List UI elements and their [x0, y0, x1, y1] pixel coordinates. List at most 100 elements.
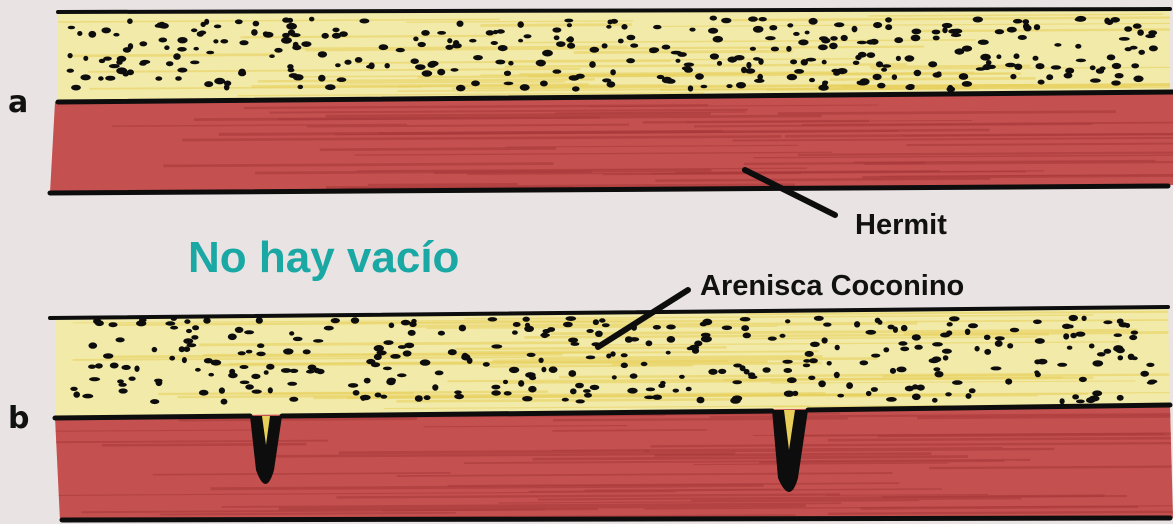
- sand-grain: [595, 331, 603, 337]
- sand-grain: [491, 344, 502, 348]
- sand-grain: [567, 43, 575, 49]
- sand-grain: [1117, 319, 1124, 324]
- sand-grain: [928, 61, 937, 67]
- sand-grain: [264, 370, 269, 375]
- sand-grain: [857, 41, 867, 45]
- sand-grain: [539, 358, 544, 363]
- sand-grain: [808, 376, 815, 380]
- sand-grain: [183, 338, 193, 344]
- sand-grain: [740, 317, 751, 321]
- sand-grain: [413, 37, 418, 42]
- sand-grain: [401, 320, 411, 326]
- sand-grain: [571, 342, 580, 346]
- sand-grain: [782, 360, 792, 364]
- texture-streak: [530, 356, 822, 358]
- sand-grain: [109, 322, 118, 327]
- sand-grain: [566, 37, 574, 42]
- sand-grain: [892, 74, 897, 80]
- sand-grain: [421, 30, 430, 36]
- sand-grain: [289, 73, 299, 78]
- sand-grain: [418, 42, 426, 47]
- sand-grain: [314, 368, 321, 373]
- panel-label-b: b: [8, 404, 29, 434]
- sand-grain: [957, 48, 963, 52]
- sand-grain: [88, 365, 96, 369]
- sand-grain: [554, 35, 560, 40]
- sand-grain: [404, 343, 414, 349]
- sand-grain: [158, 22, 166, 29]
- sand-grain: [244, 330, 254, 334]
- sand-grain: [245, 384, 254, 389]
- sand-grain: [710, 53, 719, 59]
- sand-grain: [871, 354, 880, 358]
- sand-grain: [1096, 68, 1104, 74]
- sand-grain: [965, 329, 971, 335]
- sand-grain: [684, 63, 694, 67]
- sand-grain: [1076, 59, 1086, 63]
- sand-grain: [286, 23, 297, 30]
- sand-grain: [860, 360, 869, 365]
- sand-grain: [298, 85, 304, 89]
- sand-grain: [448, 349, 457, 355]
- sand-grain: [945, 392, 952, 396]
- sand-grain: [527, 353, 536, 357]
- sand-grain: [456, 85, 465, 92]
- sand-grain: [980, 54, 991, 61]
- sand-grain: [568, 338, 578, 343]
- sand-grain: [508, 61, 513, 66]
- sand-grain: [1034, 359, 1041, 364]
- sand-grain: [809, 78, 815, 82]
- texture-streak: [263, 393, 413, 394]
- sand-grain: [552, 27, 561, 32]
- sand-grain: [204, 81, 213, 87]
- sand-grain: [173, 53, 180, 60]
- sand-grain: [841, 35, 848, 41]
- sand-grain: [942, 23, 953, 28]
- sand-grain: [787, 23, 793, 27]
- sand-grain: [289, 397, 298, 402]
- shale-layer-a: [50, 92, 1173, 193]
- sand-grain: [1014, 53, 1020, 59]
- sand-grain: [238, 70, 246, 77]
- sand-grain: [1133, 23, 1142, 28]
- sand-grain: [978, 40, 989, 45]
- sand-grain: [572, 86, 580, 91]
- sand-grain: [293, 337, 303, 341]
- sand-grain: [239, 40, 248, 45]
- sand-grain: [834, 372, 840, 378]
- sand-grain: [576, 399, 585, 403]
- sand-grain: [673, 389, 679, 393]
- sand-grain: [268, 387, 273, 393]
- sand-grain: [454, 394, 464, 399]
- sand-grain: [652, 395, 662, 400]
- sand-grain: [814, 316, 824, 321]
- sand-grain: [1086, 397, 1095, 403]
- sand-grain: [387, 378, 396, 383]
- sand-grain: [324, 326, 334, 331]
- sand-grain: [454, 390, 462, 394]
- sand-grain: [1038, 80, 1045, 85]
- sand-grain: [748, 375, 757, 379]
- sand-grain: [584, 393, 592, 398]
- sand-grain: [1111, 80, 1121, 85]
- sand-grain: [528, 386, 536, 393]
- sand-grain: [1146, 363, 1154, 367]
- sand-grain: [361, 396, 366, 401]
- sand-grain: [379, 44, 389, 50]
- sand-grain: [422, 70, 433, 76]
- sand-grain: [888, 325, 895, 330]
- sand-grain: [618, 39, 624, 44]
- sand-grain: [646, 388, 655, 392]
- sand-grain: [103, 57, 112, 61]
- sand-grain: [743, 333, 751, 339]
- sand-grain: [553, 69, 562, 73]
- sand-grain: [942, 349, 952, 354]
- sand-grain: [155, 76, 162, 80]
- sand-grain: [798, 39, 808, 45]
- sand-grain: [1018, 35, 1027, 40]
- sand-grain: [101, 27, 111, 33]
- sand-grain: [722, 326, 732, 331]
- sand-grain: [266, 364, 274, 370]
- sand-grain: [676, 59, 681, 63]
- sand-grain: [1007, 27, 1017, 33]
